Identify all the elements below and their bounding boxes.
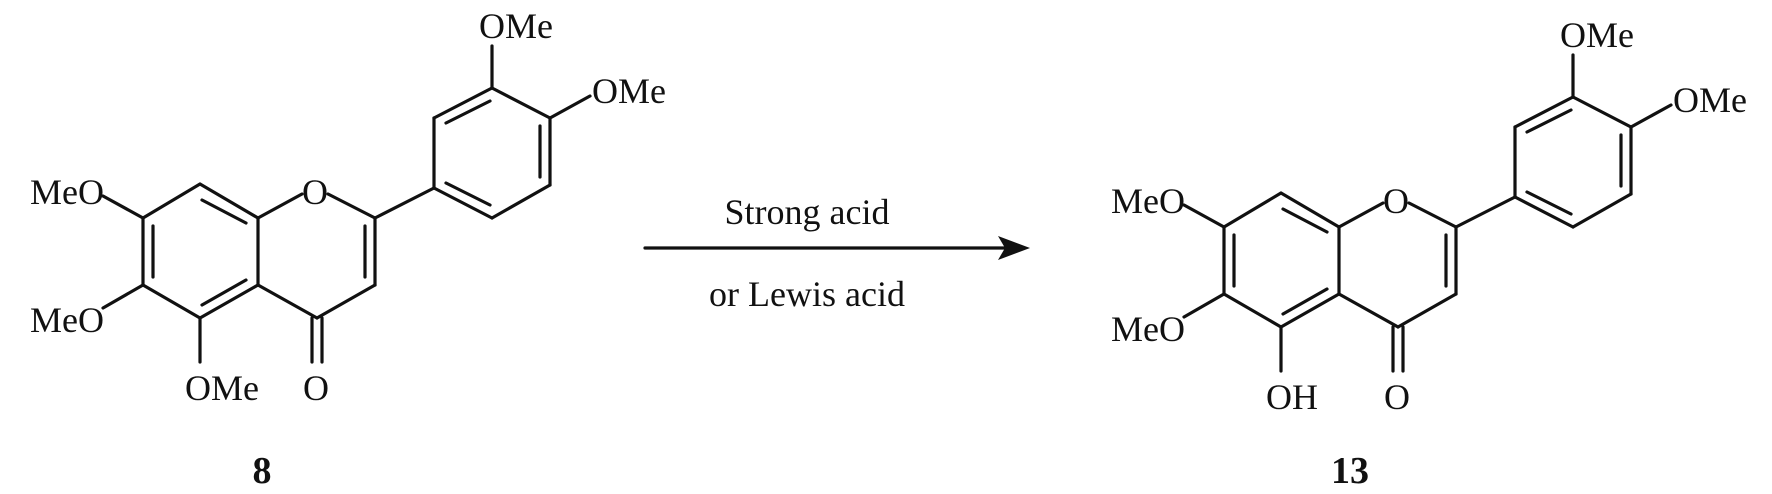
condition-below: or Lewis acid — [709, 274, 905, 314]
c4-prime-methoxy-label: OMe — [1673, 80, 1747, 120]
c5-hydroxy-label: OH — [1266, 377, 1318, 417]
c7-methoxy-label: MeO — [1111, 181, 1185, 221]
compound-13-label: 13 — [1331, 450, 1369, 492]
c5-methoxy-label: OMe — [185, 368, 259, 408]
compound-13-bonds — [1182, 53, 1673, 373]
compound-8-label: 8 — [253, 450, 272, 492]
arrow-head-icon — [998, 236, 1030, 260]
ring-oxygen-label: O — [1383, 181, 1409, 221]
compound-8-structure: MeO MeO OMe O O OMe OMe 8 — [30, 6, 666, 492]
carbonyl-oxygen-label: O — [1384, 377, 1410, 417]
compound-13-structure: MeO MeO OH O O OMe OMe — [1111, 15, 1747, 417]
c4-prime-methoxy-label: OMe — [592, 71, 666, 111]
reaction-arrow — [643, 236, 1030, 260]
condition-above: Strong acid — [725, 192, 890, 232]
c3-prime-methoxy-label: OMe — [479, 6, 553, 46]
c6-methoxy-label: MeO — [1111, 309, 1185, 349]
ring-oxygen-label: O — [302, 172, 328, 212]
carbonyl-oxygen-label: O — [303, 368, 329, 408]
compound-8-bonds — [101, 44, 592, 364]
c7-methoxy-label: MeO — [30, 172, 104, 212]
c6-methoxy-label: MeO — [30, 300, 104, 340]
c3-prime-methoxy-label: OMe — [1560, 15, 1634, 55]
